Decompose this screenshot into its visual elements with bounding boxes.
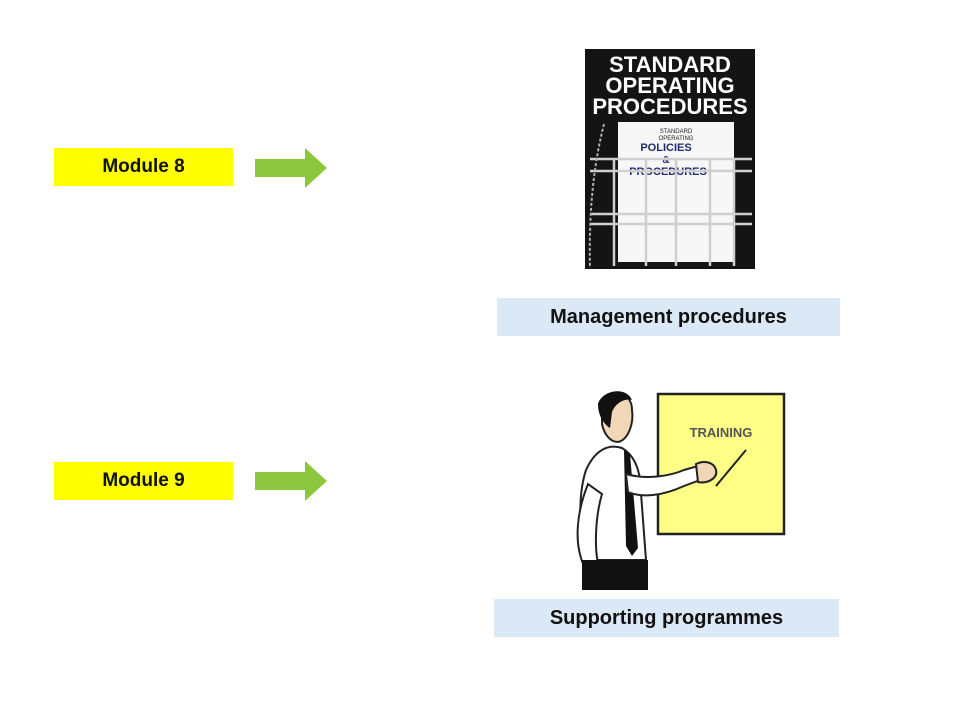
binder-policies: POLICIES: [640, 142, 691, 154]
training-board-text: TRAINING: [690, 425, 753, 440]
module-9-label: Module 9: [54, 462, 233, 500]
sop-sign-line2: OPERATING: [605, 73, 734, 98]
sop-sign-line1: STANDARD: [609, 52, 731, 77]
supporting-programmes-caption: Supporting programmes: [494, 599, 839, 637]
binder-small-line2: OPERATING: [659, 136, 694, 142]
arrow-right-icon: [255, 461, 327, 501]
standard-operating-procedures-sign: STANDARD OPERATING PROCEDURES STANDARD O…: [582, 46, 758, 272]
binder-amp: &: [662, 155, 669, 166]
arrow-right-icon: [255, 148, 327, 188]
training-presenter-illustration: TRAINING: [576, 391, 786, 590]
module-8-label: Module 8: [54, 148, 233, 186]
management-procedures-caption: Management procedures: [497, 298, 840, 336]
binder-small-line1: STANDARD: [660, 129, 693, 135]
sop-sign-line3: PROCEDURES: [592, 94, 747, 119]
